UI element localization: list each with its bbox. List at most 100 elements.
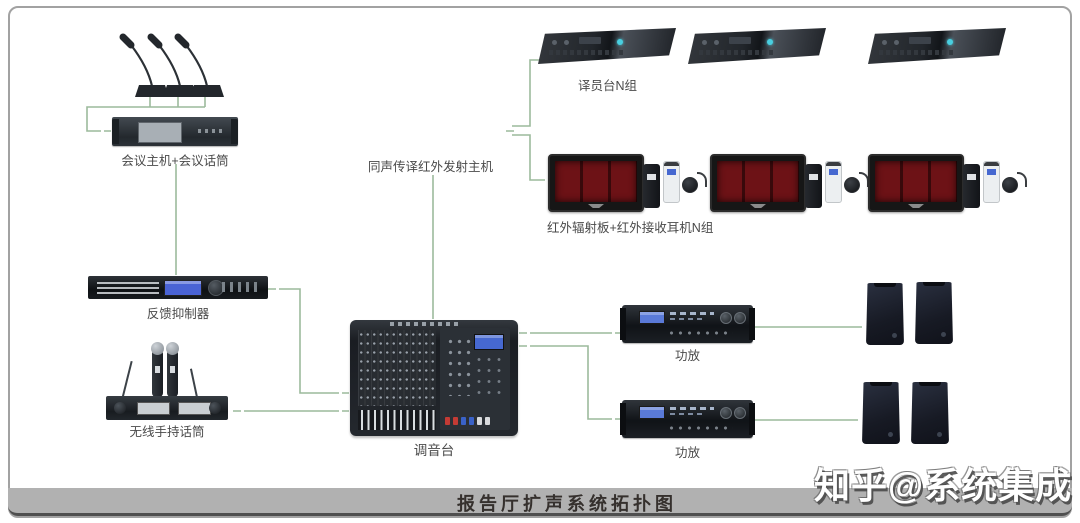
- amp-text-row: [670, 407, 714, 410]
- conference-host-label: 会议主机+会议话筒: [121, 154, 229, 168]
- rack-ear: [620, 403, 626, 435]
- earphone-icon: [1002, 177, 1018, 193]
- speaker-port: [941, 331, 947, 337]
- earphone-icon: [682, 177, 698, 193]
- white-button: [477, 417, 482, 425]
- feedback-suppressor-unit: [88, 276, 268, 299]
- handheld-mic-icon: [166, 342, 179, 397]
- speaker-handle: [922, 282, 946, 286]
- speaker-port: [892, 332, 898, 338]
- knob-grid: [446, 336, 472, 396]
- speaker: [915, 282, 953, 344]
- amp-display: [639, 406, 665, 419]
- button-row: [222, 282, 258, 292]
- interpreter-label: 译员台N组: [578, 79, 638, 93]
- interpreter-console: [688, 28, 826, 64]
- amp-small-knobs: [667, 425, 733, 431]
- ir-receiver-black: [805, 164, 822, 208]
- amplifier-label: 功放: [674, 446, 700, 460]
- diagram-title: 报告厅扩声系统拓扑图: [457, 494, 677, 514]
- mixer-buttons: [445, 417, 490, 425]
- red-button: [445, 417, 450, 425]
- receiver-cap: [664, 162, 679, 166]
- console-display: [729, 37, 752, 45]
- receiver-screen: [667, 169, 676, 175]
- ir-panels-label: 红外辐射板+红外接收耳机N组: [547, 221, 714, 235]
- mixer-label: 调音台: [413, 443, 455, 458]
- console-display: [909, 37, 932, 45]
- rack-ear: [231, 119, 238, 144]
- mixer-rear-connectors: [390, 322, 460, 326]
- console-accent-button: [766, 38, 773, 45]
- rack-ear: [620, 308, 626, 340]
- knob: [551, 40, 557, 46]
- console-buttons: [699, 50, 775, 56]
- knob: [894, 40, 900, 46]
- ir-panel-emitters: [717, 161, 799, 202]
- earphone-icon: [844, 177, 860, 193]
- receiver-window: [967, 174, 976, 180]
- receiver-screen: [829, 169, 838, 175]
- mixer-channel-strips: [358, 330, 436, 406]
- speaker-port: [937, 431, 943, 437]
- ir-radiation-panel: [868, 154, 964, 212]
- knob: [114, 402, 126, 414]
- amp-text-row: [670, 312, 714, 315]
- mixer-unit: [350, 320, 518, 436]
- console-accent-button: [616, 38, 623, 45]
- console-buttons: [879, 50, 955, 56]
- conference-host-unit: [112, 117, 238, 146]
- speaker-handle: [869, 382, 893, 386]
- ir-radiation-panel: [548, 154, 644, 212]
- receiver-screen: [987, 169, 996, 175]
- knob: [564, 40, 570, 46]
- receiver-cap: [826, 162, 841, 166]
- conference-host-display: [138, 122, 182, 143]
- knob: [720, 312, 732, 324]
- knob: [720, 407, 732, 419]
- knob: [881, 40, 887, 46]
- amp-text-row: [670, 318, 706, 320]
- led-meter: [97, 280, 159, 294]
- console-display: [579, 37, 602, 45]
- handheld-mic-icon: [151, 342, 164, 397]
- ir-receiver-white: [983, 161, 1000, 203]
- knob: [734, 407, 746, 419]
- ir-receiver-black: [963, 164, 980, 208]
- ir-panel-emitters: [875, 161, 957, 202]
- watermark: 知乎@系统集成: [814, 465, 1073, 506]
- white-button: [485, 417, 490, 425]
- amplifier-label: 功放: [674, 349, 700, 363]
- receiver-cap: [984, 162, 999, 166]
- ir-panel-logo: [750, 204, 766, 208]
- rack-ear: [749, 308, 755, 340]
- conference-mics-icon: [119, 33, 224, 97]
- mixer-master-section: [440, 328, 510, 430]
- receiver-window: [809, 174, 818, 180]
- knob: [714, 40, 720, 46]
- earphone-hook: [697, 172, 707, 187]
- speaker: [866, 283, 904, 345]
- ir-receiver-white: [663, 161, 680, 203]
- amplifier-unit: [620, 400, 755, 438]
- speaker-handle: [918, 382, 942, 386]
- speaker-handle: [873, 283, 897, 287]
- speaker-port: [888, 431, 894, 437]
- ir-panel-logo: [588, 204, 604, 208]
- mixer-faders: [358, 410, 436, 430]
- mic-window: [170, 366, 175, 373]
- wireless-receiver-unit: [106, 396, 228, 420]
- title-bar: [8, 488, 1072, 516]
- ir-receiver-black: [643, 164, 660, 208]
- mic-head: [151, 342, 164, 355]
- mic-window: [155, 366, 160, 373]
- feedback-suppressor-label: 反馈抑制器: [146, 307, 210, 321]
- wireless-mic-label: 无线手持话筒: [129, 425, 205, 439]
- conference-host-buttons: [198, 129, 224, 133]
- red-button: [453, 417, 458, 425]
- rack-ear: [112, 119, 119, 144]
- ir-panel-logo: [908, 204, 924, 208]
- receiver-display: [137, 402, 170, 415]
- receiver-window: [647, 174, 656, 180]
